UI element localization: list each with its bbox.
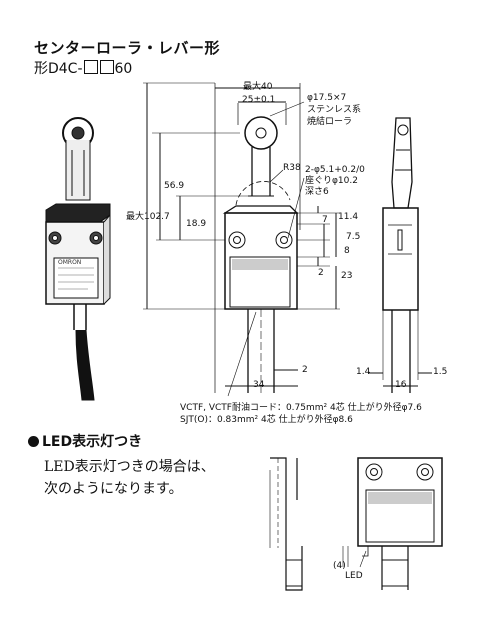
led-section-heading: LED表示灯つき <box>28 431 142 451</box>
led-body-line-2: 次のようになります。 <box>44 481 183 497</box>
dim-2-lower: 2 <box>302 365 308 375</box>
dim-25: 25±0.1 <box>242 95 276 105</box>
hole-spec: 2-φ5.1+0.2/0 <box>305 165 365 175</box>
dim-7: 7 <box>322 215 328 225</box>
roller-type: 焼結ローラ <box>307 117 353 127</box>
depth-spec: 深さ6 <box>305 187 329 197</box>
led-section-body: LED表示灯つきの場合は、 次のようになります。 <box>44 456 215 500</box>
model-suffix: 60 <box>114 61 133 77</box>
model-number: 形D4C- 60 <box>34 58 132 78</box>
dim-max-102-7: 最大102.7 <box>126 212 170 222</box>
side-view-drawing <box>368 117 432 393</box>
dim-56-9: 56.9 <box>164 181 185 191</box>
dim-1-4: 1.4 <box>356 367 371 377</box>
front-view-drawing <box>143 82 340 397</box>
dim-34: 34 <box>253 380 265 390</box>
model-prefix: 形D4C- <box>34 61 83 77</box>
placeholder-box-2 <box>99 60 114 74</box>
led-body-line-1: LED表示灯つきの場合は、 <box>44 459 215 475</box>
dim-4: (4) <box>333 561 346 571</box>
dim-1-5: 1.5 <box>433 367 448 377</box>
roller-callout: φ17.5×7 ステンレス系 焼結ローラ <box>307 92 361 128</box>
dim-23: 23 <box>341 271 353 281</box>
placeholder-box-1 <box>83 60 98 74</box>
led-front-view-drawing <box>269 457 303 591</box>
brand-label: OMRON <box>58 259 82 266</box>
dim-2-upper: 2 <box>318 268 324 278</box>
product-perspective-illustration <box>45 117 111 401</box>
led-callout: LED <box>345 571 363 581</box>
roller-spec: φ17.5×7 <box>307 93 347 103</box>
dim-max-40: 最大40 <box>243 82 273 92</box>
dim-16: 16 <box>395 380 407 390</box>
dim-r38: R38 <box>283 163 301 173</box>
dim-18-9: 18.9 <box>186 219 207 229</box>
mounting-hole-callout: 2-φ5.1+0.2/0 座ぐりφ10.2 深さ6 <box>305 165 365 198</box>
cable-note-vctf: VCTF, VCTF耐油コード：0.75mm² 4芯 仕上がり外径φ7.6 <box>180 403 422 413</box>
dim-8: 8 <box>344 246 350 256</box>
led-heading-text: LED表示灯つき <box>42 434 143 450</box>
roller-material: ステンレス系 <box>307 105 362 115</box>
counterbore-spec: 座ぐりφ10.2 <box>305 176 358 186</box>
page-title: センターローラ・レバー形 <box>34 39 221 57</box>
bullet-icon <box>28 436 39 447</box>
cable-note-sjt: SJT(O)：0.83mm² 4芯 仕上がり外径φ8.6 <box>180 415 353 425</box>
dim-11-4: 11.4 <box>338 212 359 222</box>
led-body-drawing <box>342 457 443 590</box>
dim-7-5: 7.5 <box>346 232 361 242</box>
